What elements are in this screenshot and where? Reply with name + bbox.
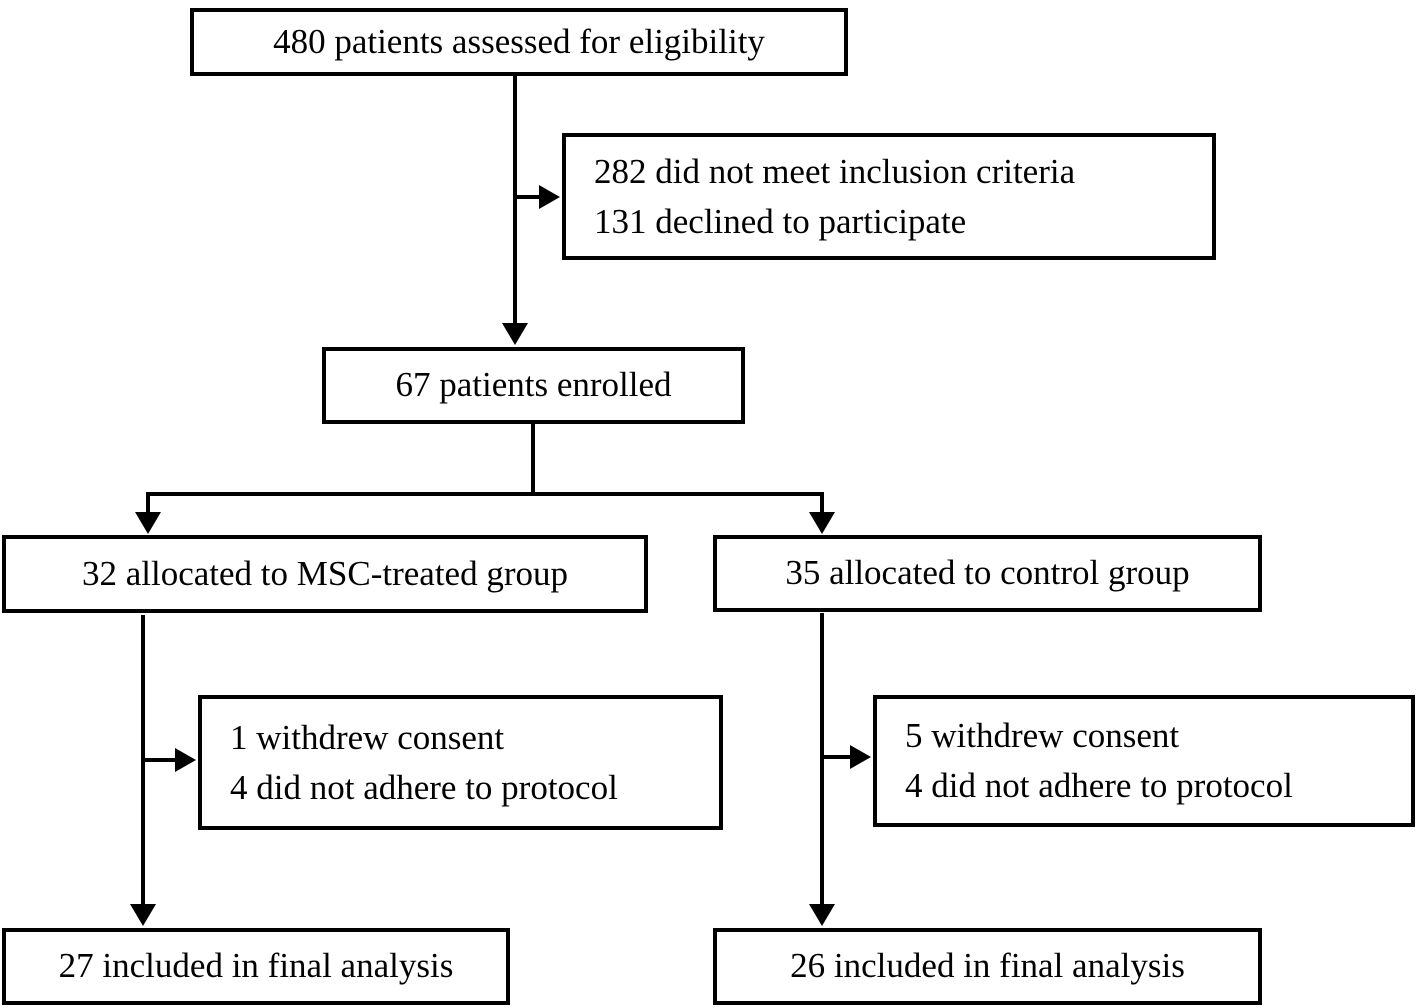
node-dropout-msc-line2: 4 did not adhere to protocol — [230, 767, 618, 807]
arrow-eligibility-to-exclusion — [515, 185, 560, 209]
node-exclusion-line1: 282 did not meet inclusion criteria — [594, 151, 1076, 191]
node-dropout-control-line2: 4 did not adhere to protocol — [905, 766, 1293, 805]
node-alloc-msc-label: 32 allocated to MSC-treated group — [82, 553, 568, 593]
arrow-allocmsc-to-finalmsc — [130, 615, 156, 926]
node-final-control-label: 26 included in final analysis — [790, 946, 1185, 986]
arrow-enrolled-split — [135, 424, 835, 534]
node-dropout-control: 5 withdrew consent 4 did not adhere to p… — [873, 695, 1415, 827]
node-alloc-control-label: 35 allocated to control group — [785, 553, 1190, 593]
node-exclusion: 282 did not meet inclusion criteria 131 … — [562, 133, 1216, 260]
node-alloc-control: 35 allocated to control group — [713, 535, 1262, 612]
arrow-eligibility-to-enrolled — [502, 76, 528, 345]
node-dropout-control-line1: 5 withdrew consent — [905, 716, 1180, 755]
arrow-alloccontrol-to-dropoutcontrol — [822, 745, 871, 769]
arrow-allocmsc-to-dropoutmsc — [143, 748, 196, 772]
node-alloc-msc: 32 allocated to MSC-treated group — [2, 535, 648, 613]
node-eligibility: 480 patients assessed for eligibility — [190, 8, 848, 76]
arrow-alloccontrol-to-finalcontrol — [809, 613, 835, 926]
node-eligibility-label: 480 patients assessed for eligibility — [273, 21, 765, 61]
node-enrolled-label: 67 patients enrolled — [395, 365, 672, 405]
node-final-msc: 27 included in final analysis — [2, 928, 510, 1005]
node-dropout-msc-line1: 1 withdrew consent — [230, 717, 505, 757]
node-exclusion-line2: 131 declined to participate — [594, 201, 967, 241]
node-final-control: 26 included in final analysis — [713, 928, 1262, 1005]
node-dropout-msc: 1 withdrew consent 4 did not adhere to p… — [198, 695, 723, 830]
node-enrolled: 67 patients enrolled — [322, 347, 745, 424]
node-final-msc-label: 27 included in final analysis — [58, 946, 454, 986]
